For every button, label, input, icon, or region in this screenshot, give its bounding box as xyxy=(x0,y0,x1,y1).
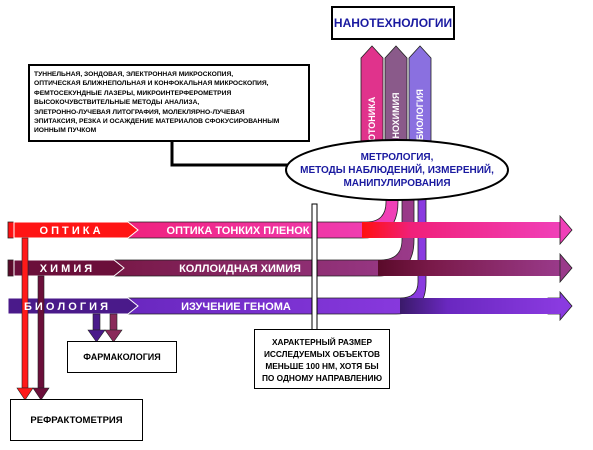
size-indicator-line xyxy=(311,203,318,331)
methods-line: ЭЛЕТРОННО-ЛУЧЕВАЯ ЛИТОГРАФИЯ, МОЛЕКЛЯРНО… xyxy=(34,108,245,116)
metrology-line-2: МЕТОДЫ НАБЛЮДЕНИЙ, ИЗМЕРЕНИЙ, xyxy=(300,163,494,176)
methods-line: ФЕМТОСЕКУНДНЫЕ ЛАЗЕРЫ, МИКРОИНТЕРФЕРОМЕТ… xyxy=(34,89,232,97)
row-topic-optics: ОПТИКА ТОНКИХ ПЛЕНОК xyxy=(167,225,310,237)
metrology-line-1: МЕТРОЛОГИЯ, xyxy=(361,152,434,163)
methods-line: ТУННЕЛЬНАЯ, ЗОНДОВАЯ, ЭЛЕКТРОННАЯ МИКРОС… xyxy=(34,71,234,78)
size-note-line: ИССЛЕДУЕМЫХ ОБЪЕКТОВ xyxy=(263,349,381,359)
row-topic-chemistry: КОЛЛОИДНАЯ ХИМИЯ xyxy=(179,263,301,275)
nanotech-title-box: НАНОТЕХНОЛОГИИ xyxy=(331,6,455,40)
row-name-biology: Б И О Л О Г И Я xyxy=(24,301,108,313)
pharmacology-label: ФАРМАКОЛОГИЯ xyxy=(83,352,161,362)
column-label-nanochemistry: НАНОХИМИЯ xyxy=(391,92,401,151)
column-label-nanophotonics: НАНОФОТОНИКА xyxy=(367,96,377,175)
metrology-line-3: МАНИПУЛИРОВАНИЯ xyxy=(343,178,450,189)
methods-connector xyxy=(170,140,290,167)
down-arrows xyxy=(16,237,123,401)
methods-line: ЭПИТАКСИЯ, РЕЗКА И ОСАЖДЕНИЕ МАТЕРИАЛОВ … xyxy=(34,118,280,126)
size-note-line: МЕНЬШЕ 100 НМ, ХОТЯ БЫ xyxy=(265,361,379,371)
methods-line: ИОННЫМ ПУЧКОМ xyxy=(34,127,97,135)
row-name-chemistry: Х И М И Я xyxy=(40,263,93,275)
size-note-line: ХАРАКТЕРНЫЙ РАЗМЕР xyxy=(271,337,373,347)
row-name-optics: О П Т И К А xyxy=(39,225,100,237)
refractometry-box: РЕФРАКТОМЕТРИЯ xyxy=(10,399,143,441)
metrology-ellipse xyxy=(285,139,509,201)
chemistry-label-tag xyxy=(13,259,125,277)
refractometry-label: РЕФРАКТОМЕТРИЯ xyxy=(30,414,123,426)
pharmacology-box: ФАРМАКОЛОГИЯ xyxy=(67,341,177,373)
size-note-box: ХАРАКТЕРНЫЙ РАЗМЕР ИССЛЕДУЕМЫХ ОБЪЕКТОВ … xyxy=(254,329,390,389)
methods-line: ВЫСОКОЧУВСТВИТЕЛЬНЫЕ МЕТОДЫ АНАЛИЗА, xyxy=(34,99,200,107)
size-note-line: ПО ОДНОМУ НАПРАВЛЕНИЮ xyxy=(261,373,383,383)
optics-label-tag xyxy=(13,221,139,239)
methods-line: ОПТИЧЕСКАЯ БЛИЖНЕПОЛЬНАЯ И КОНФОКАЛЬНАЯ … xyxy=(34,80,269,88)
nanotech-title: НАНОТЕХНОЛОГИИ xyxy=(333,16,453,30)
row-topic-biology: ИЗУЧЕНИЕ ГЕНОМА xyxy=(181,301,291,313)
methods-box: ТУННЕЛЬНАЯ, ЗОНДОВАЯ, ЭЛЕКТРОННАЯ МИКРОС… xyxy=(28,64,310,142)
column-label-nanobiology: НАНОБИОЛОГИЯ xyxy=(415,89,425,167)
